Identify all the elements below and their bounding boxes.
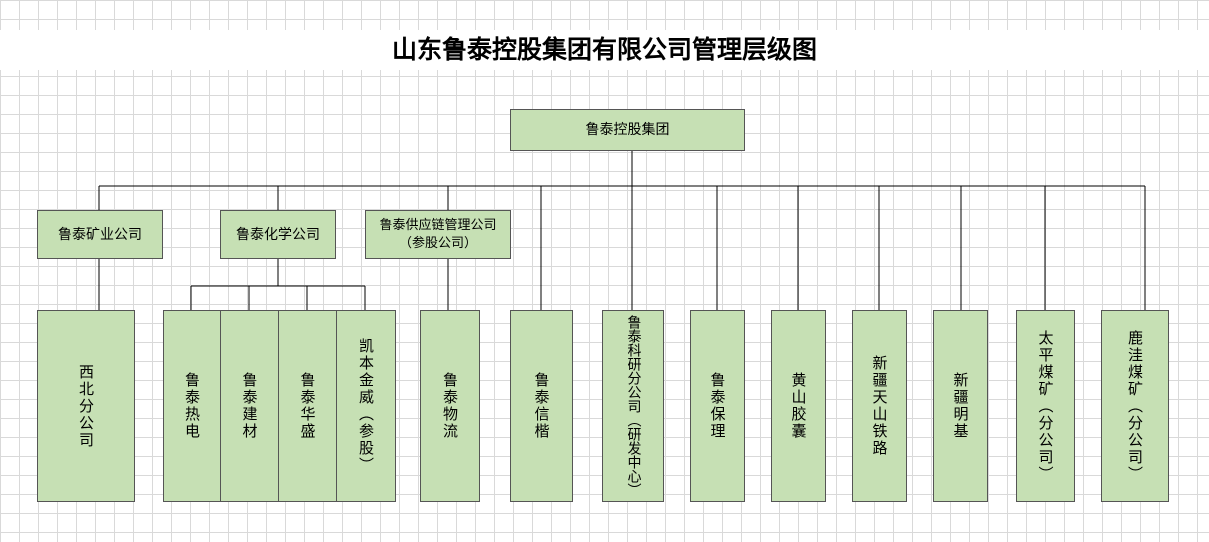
node-label: 新疆明基 (951, 372, 970, 440)
node-xinkai: 鲁泰信楷 (510, 310, 573, 502)
node-label: 鲁泰供应链管理公司 （参股公司） (379, 217, 497, 251)
node-label: 西北分公司 (77, 363, 95, 449)
node-kaiben: 凯本金威（参股） (336, 310, 396, 502)
node-label: 鲁泰保理 (708, 372, 727, 440)
node-huasheng: 鲁泰华盛 (278, 310, 337, 502)
node-xibei-branch: 西北分公司 (37, 310, 135, 502)
node-keyan: 鲁泰科研分公司（研发中心） (602, 310, 664, 502)
page-title: 山东鲁泰控股集团有限公司管理层级图 (0, 30, 1209, 70)
node-mingji: 新疆明基 (933, 310, 988, 502)
node-mining-company: 鲁泰矿业公司 (37, 210, 163, 259)
node-label: 鲁泰热电 (183, 372, 201, 440)
node-taiping: 太平煤矿（分公司） (1016, 310, 1075, 502)
root-node: 鲁泰控股集团 (510, 109, 745, 151)
node-label: 鲁泰矿业公司 (58, 226, 142, 243)
root-node-label: 鲁泰控股集团 (585, 122, 670, 138)
node-tianshan: 新疆天山铁路 (852, 310, 907, 502)
node-label: 鲁泰华盛 (298, 372, 317, 440)
node-label: 鲁泰科研分公司（研发中心） (625, 315, 642, 497)
node-huangshan: 黄山胶囊 (771, 310, 826, 502)
node-label: 鲁泰建材 (240, 372, 259, 440)
node-label: 黄山胶囊 (789, 372, 808, 440)
node-label: 太平煤矿（分公司） (1036, 329, 1055, 483)
node-chemical-company: 鲁泰化学公司 (220, 210, 336, 259)
node-wuliu: 鲁泰物流 (420, 310, 480, 502)
node-label: 凯本金威（参股） (357, 338, 375, 474)
node-label: 新疆天山铁路 (870, 355, 889, 457)
node-label: 鲁泰信楷 (532, 372, 551, 440)
node-luwa: 鹿洼煤矿（分公司） (1101, 310, 1169, 502)
node-baoli: 鲁泰保理 (690, 310, 745, 502)
node-jiancai: 鲁泰建材 (220, 310, 279, 502)
node-label: 鲁泰物流 (441, 372, 459, 440)
node-label: 鹿洼煤矿（分公司） (1126, 329, 1144, 483)
node-redian: 鲁泰热电 (163, 310, 221, 502)
node-supply-chain-company: 鲁泰供应链管理公司 （参股公司） (365, 210, 511, 259)
node-label: 鲁泰化学公司 (236, 226, 320, 243)
